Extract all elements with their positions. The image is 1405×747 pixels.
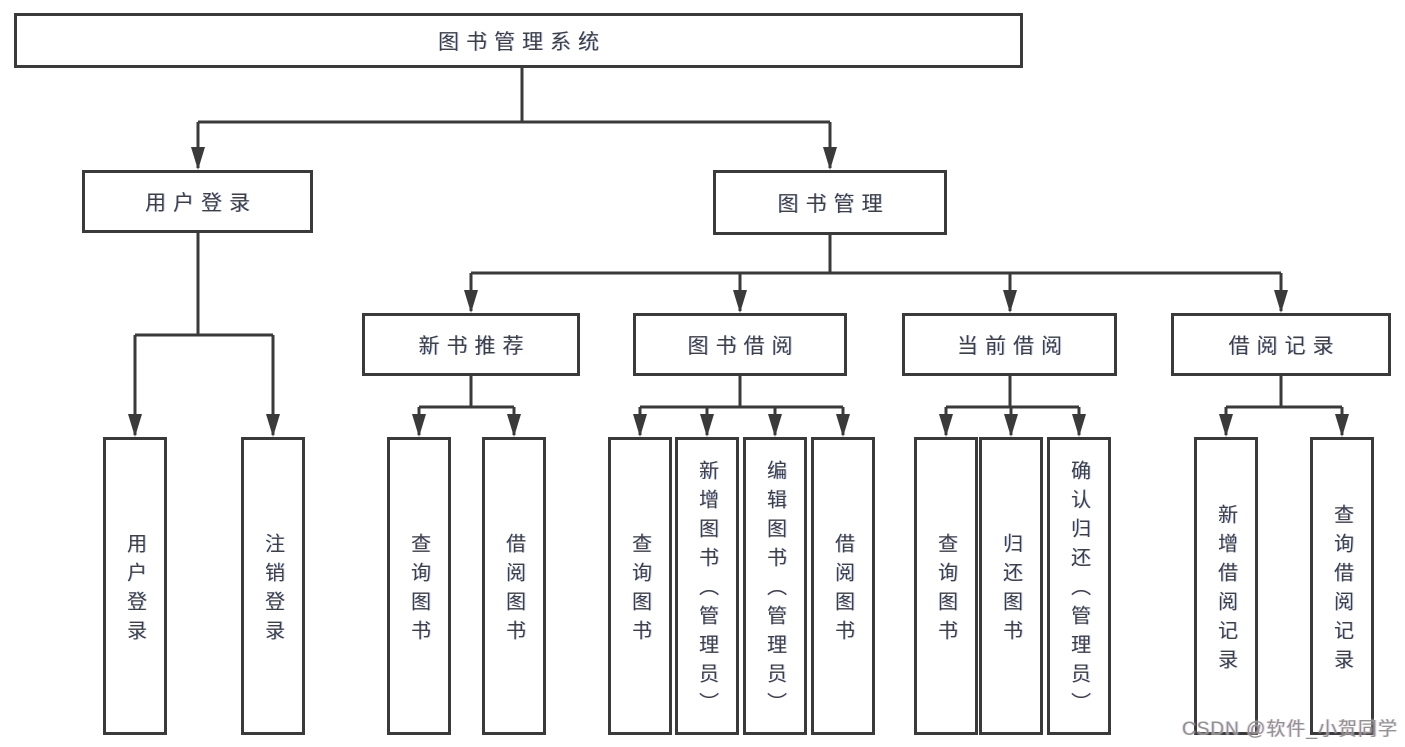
node-label: 图书管理 <box>777 192 890 216</box>
node-label: 确认归还（管理员） <box>1067 460 1090 721</box>
node-new-book-recommend: 新书推荐 <box>362 313 580 376</box>
csdn-watermark: CSDN @软件_小贺同学 <box>1182 719 1398 740</box>
connector-user-login-children <box>133 233 275 435</box>
node-label: 查询图书 <box>628 532 651 649</box>
node-user-login: 用户登录 <box>82 170 313 233</box>
node-label: 借阅记录 <box>1228 334 1341 358</box>
node-label: 新增借阅记录 <box>1214 503 1237 678</box>
node-leaf-borrow-books-recommend: 借阅图书 <box>482 437 546 735</box>
connector-book-management-children <box>469 235 1283 311</box>
arrowheads <box>128 147 1349 437</box>
node-leaf-add-borrow-record: 新增借阅记录 <box>1194 437 1258 735</box>
node-book-borrowing: 图书借阅 <box>633 313 847 376</box>
node-label: 新增图书（管理员） <box>695 460 718 721</box>
node-borrowing-records: 借阅记录 <box>1171 313 1391 376</box>
node-label: 注销登录 <box>261 532 284 649</box>
node-library-management-system: 图书管理系统 <box>14 13 1023 68</box>
node-label: 图书管理系统 <box>438 30 606 54</box>
node-label: 图书借阅 <box>687 334 800 358</box>
connector-new-book-recommend-children <box>417 376 516 435</box>
node-leaf-logout: 注销登录 <box>241 437 305 735</box>
node-label: 新书推荐 <box>418 334 531 358</box>
node-label: 借阅图书 <box>831 532 854 649</box>
node-leaf-edit-books-admin: 编辑图书（管理员） <box>743 437 807 735</box>
connector-root-to-level1 <box>196 68 832 168</box>
node-leaf-return-books: 归还图书 <box>979 437 1043 735</box>
connector-borrowing-records-children <box>1224 376 1344 435</box>
node-leaf-user-login: 用户登录 <box>103 437 167 735</box>
node-label: 查询借阅记录 <box>1330 503 1353 678</box>
node-book-management: 图书管理 <box>713 170 947 235</box>
node-leaf-query-books-current: 查询图书 <box>914 437 978 735</box>
node-leaf-query-books-borrowing: 查询图书 <box>608 437 672 735</box>
node-label: 用户登录 <box>145 191 257 215</box>
node-leaf-add-books-admin: 新增图书（管理员） <box>675 437 739 735</box>
node-leaf-confirm-return-admin: 确认归还（管理员） <box>1047 437 1111 735</box>
node-leaf-query-books-recommend: 查询图书 <box>387 437 451 735</box>
node-label: 归还图书 <box>999 532 1022 649</box>
node-label: 借阅图书 <box>502 532 525 649</box>
connector-book-borrowing-children <box>638 376 845 435</box>
node-leaf-borrow-books-borrowing: 借阅图书 <box>811 437 875 735</box>
node-label: 当前借阅 <box>957 334 1069 358</box>
node-label: 查询图书 <box>934 532 957 649</box>
node-label: 编辑图书（管理员） <box>763 460 786 721</box>
node-current-borrowing: 当前借阅 <box>902 313 1117 376</box>
node-label: 用户登录 <box>123 532 146 649</box>
node-leaf-query-borrow-record: 查询借阅记录 <box>1310 437 1374 735</box>
node-label: 查询图书 <box>407 532 430 649</box>
